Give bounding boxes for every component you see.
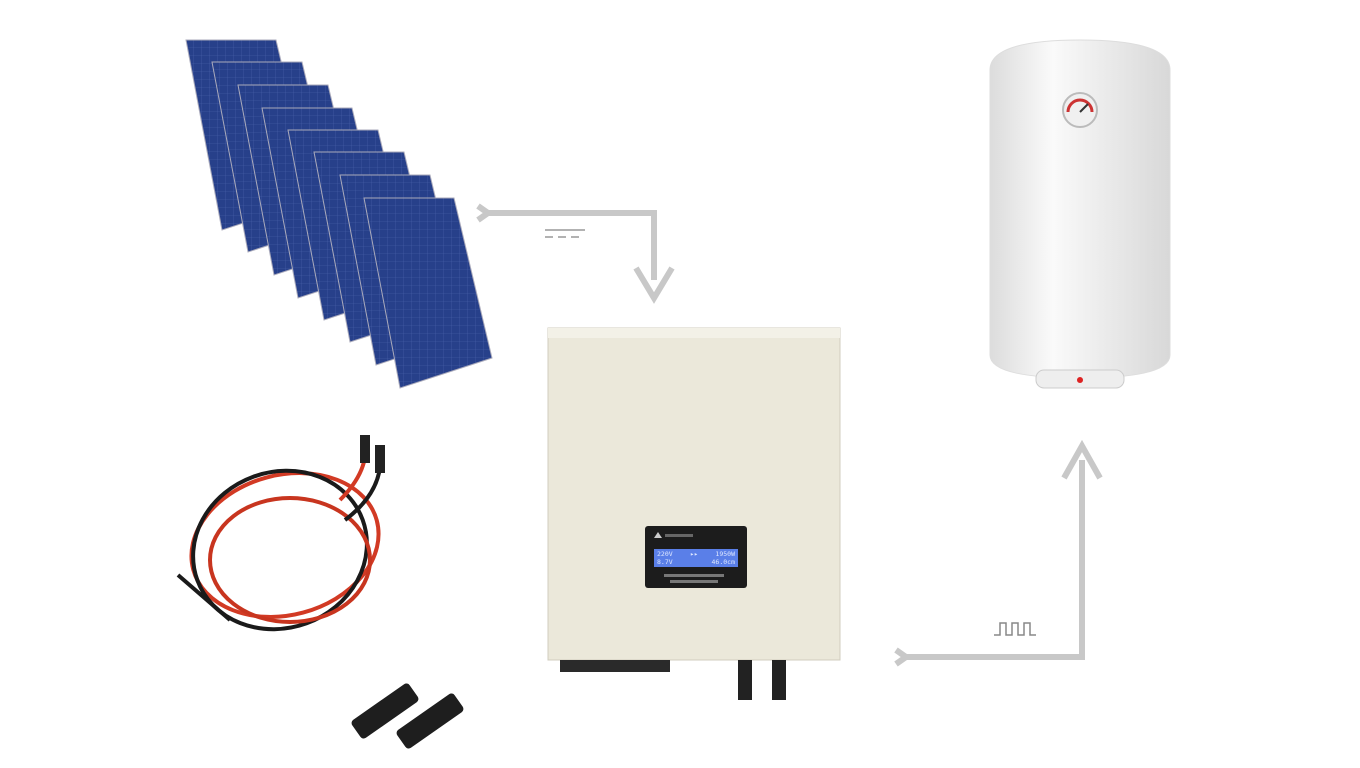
ac-flow-arrow: [894, 439, 1103, 667]
ac-pulse-icon: [994, 622, 1036, 636]
lcd-voltage-ac: 220V: [657, 550, 673, 558]
dc-symbol-icon: [545, 229, 585, 238]
cable-gland: [560, 660, 670, 672]
lcd-arrow: ▸▸: [690, 550, 698, 558]
lcd-readout: 220V ▸▸ 1950W 8.7V 46.0cm: [654, 549, 738, 567]
mc4-connectors: [351, 683, 464, 749]
solar-panels: [185, 39, 493, 389]
thermostat-dial: [1062, 92, 1098, 128]
solar-inverter: [547, 327, 841, 700]
dc-connector-neg: [738, 660, 752, 700]
indicator-light: [1077, 377, 1083, 383]
lcd-voltage-dc: 8.7V: [657, 558, 673, 566]
pv-cables: [176, 435, 385, 632]
lcd-temp: 46.0cm: [711, 558, 735, 566]
logo-icon: [654, 532, 662, 538]
electric-water-heater: [989, 39, 1171, 389]
dc-flow-arrow: [476, 203, 675, 304]
dc-connector-pos: [772, 660, 786, 700]
lcd-power: 1950W: [715, 550, 735, 558]
